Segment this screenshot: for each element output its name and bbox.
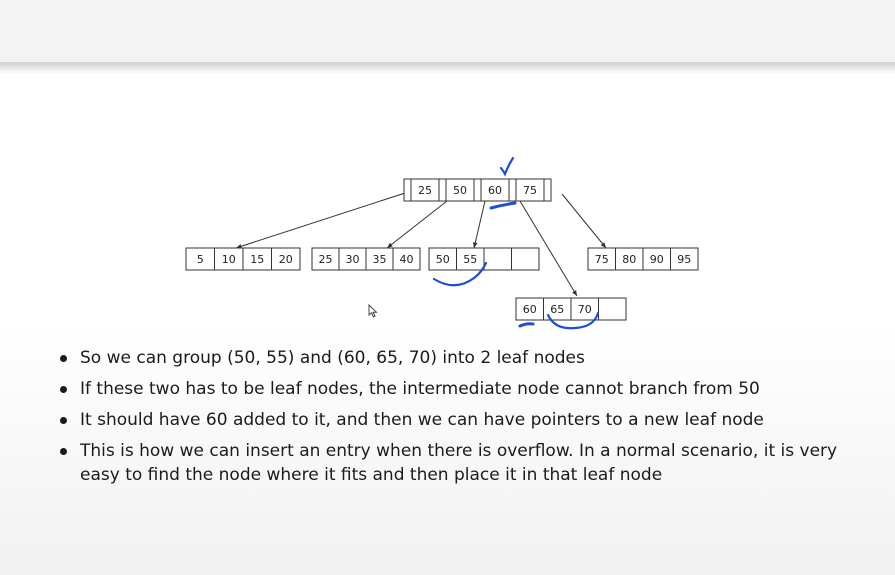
key-label: 25	[319, 253, 333, 266]
bullet-item: It should have 60 added to it, and then …	[58, 408, 848, 432]
pointer-slot	[543, 178, 552, 202]
arrowhead	[600, 242, 606, 248]
leaf-node-4: 75 80 90 95	[587, 247, 699, 271]
leaf-node-2: 25 30 35 40	[311, 247, 421, 271]
new-leaf-node: 60 65 70	[515, 297, 627, 321]
bullet-dot	[60, 386, 67, 393]
key-label: 25	[418, 184, 432, 197]
pointer-lines	[235, 192, 607, 297]
key-label: 5	[197, 253, 204, 266]
bullet-text: If these two has to be leaf nodes, the i…	[80, 379, 760, 399]
key-label: 20	[279, 253, 293, 266]
key-label: 35	[373, 253, 387, 266]
key-label: 60	[523, 303, 537, 316]
bullet-dot	[60, 355, 67, 362]
pointer-slot	[403, 178, 412, 202]
key-label: 75	[595, 253, 609, 266]
bullet-dot	[60, 417, 67, 424]
key-label: 90	[650, 253, 664, 266]
pointer-slot	[508, 178, 517, 202]
key-cell	[598, 297, 627, 321]
pointer-line	[561, 193, 607, 249]
pointer-line	[519, 200, 578, 297]
bullet-text: This is how we can insert an entry when …	[80, 441, 838, 485]
key-label: 10	[222, 253, 236, 266]
leaf-node-3: 50 55	[428, 247, 540, 271]
handwritten-annotations	[432, 156, 600, 330]
curve-annotation	[546, 311, 600, 330]
key-cell	[483, 247, 512, 271]
key-cell	[670, 247, 699, 271]
arrowhead	[387, 242, 393, 248]
bullet-dot	[60, 448, 67, 455]
key-cell	[511, 247, 540, 271]
arrowhead	[236, 244, 242, 249]
arrowhead	[572, 290, 577, 296]
pointer-line	[473, 200, 486, 249]
underline-annotation	[489, 201, 517, 210]
key-label: 95	[677, 253, 691, 266]
key-label: 55	[463, 253, 477, 266]
key-label: 75	[523, 184, 537, 197]
key-cell	[392, 247, 421, 271]
bullet-text: So we can group (50, 55) and (60, 65, 70…	[80, 348, 585, 368]
dash-annotation	[518, 322, 535, 328]
bullet-item: If these two has to be leaf nodes, the i…	[58, 377, 848, 401]
root-node: 25 50 60 75	[403, 178, 552, 202]
bullet-item: So we can group (50, 55) and (60, 65, 70…	[58, 346, 848, 370]
key-label: 70	[578, 303, 592, 316]
tree-nodes: 25 50 60 75 5 10 15 20 25 30 35 40 50 55 75 80 90 95 60 65 7…	[185, 178, 699, 321]
arrowhead	[472, 242, 478, 248]
pointer-slot	[473, 178, 482, 202]
key-label: 60	[488, 184, 502, 197]
key-label: 15	[250, 253, 264, 266]
check-mark-annotation	[499, 156, 515, 177]
pointer-line	[235, 192, 406, 249]
slide-area	[0, 74, 895, 575]
mouse-cursor-icon	[368, 303, 378, 322]
key-cell	[271, 247, 301, 271]
bullet-list: So we can group (50, 55) and (60, 65, 70…	[58, 346, 848, 494]
bullet-item: This is how we can insert an entry when …	[58, 439, 848, 487]
top-bar-shadow	[0, 62, 895, 74]
key-label: 30	[346, 253, 360, 266]
key-label: 40	[400, 253, 414, 266]
key-label: 80	[622, 253, 636, 266]
bullet-text: It should have 60 added to it, and then …	[80, 410, 764, 430]
curve-annotation	[432, 261, 488, 287]
key-label: 50	[453, 184, 467, 197]
pointer-line	[386, 200, 448, 249]
key-label: 50	[436, 253, 450, 266]
key-label: 65	[550, 303, 564, 316]
pointer-slot	[438, 178, 447, 202]
leaf-node-1: 5 10 15 20	[185, 247, 301, 271]
